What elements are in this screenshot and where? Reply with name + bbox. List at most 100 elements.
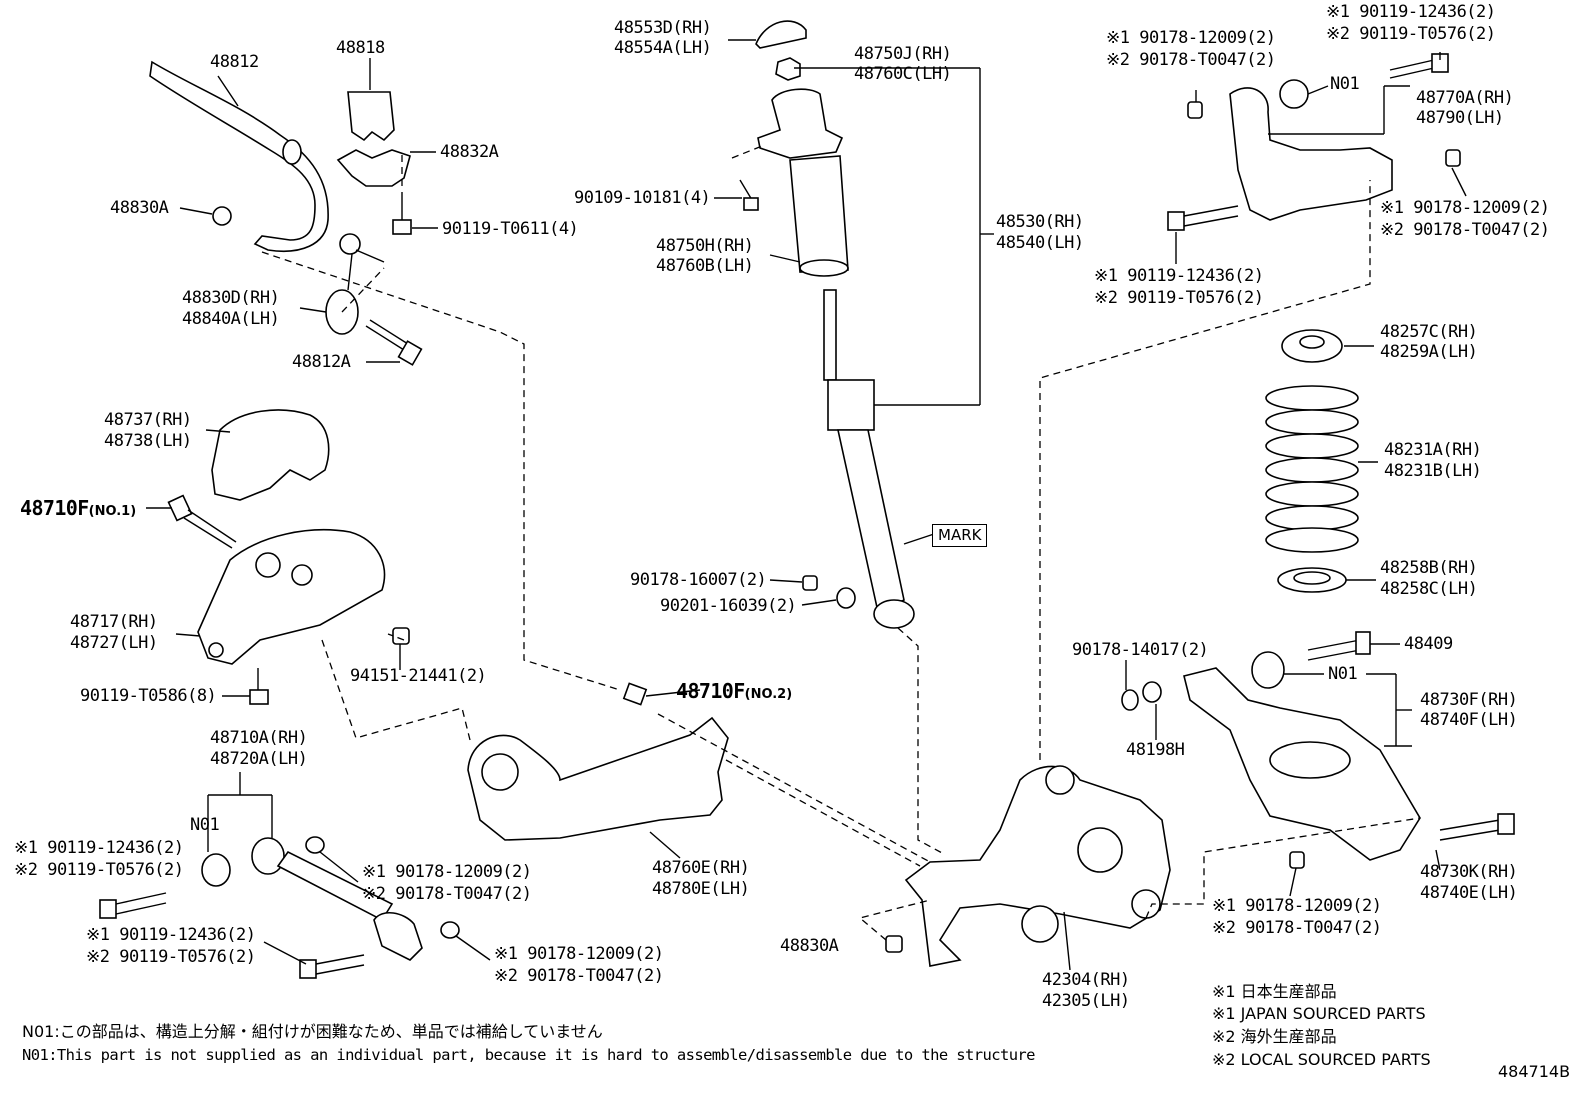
bolt-left-lower-1 xyxy=(99,892,167,919)
label-48740E: 48740E(LH) xyxy=(1420,883,1518,903)
legend-local-sourced-jp: ※2 海外生産部品 xyxy=(1212,1027,1337,1046)
bolt-48710F-no1 xyxy=(167,494,237,549)
lower-arm-48730F xyxy=(1183,651,1421,861)
label-tr-m2-top: ※2 90119-T0576(2) xyxy=(1326,24,1496,44)
label-tr-m1-top: ※1 90119-12436(2) xyxy=(1326,2,1496,22)
label-94151-21441: 94151-21441(2) xyxy=(350,666,487,686)
label-48730F: 48730F(RH) xyxy=(1420,690,1518,710)
label-48750J: 48750J(RH) xyxy=(854,44,952,64)
label-48710A: 48710A(RH) xyxy=(210,728,308,748)
label-tr-m2-nut: ※2 90178-T0047(2) xyxy=(1106,50,1276,70)
label-tr-m1-nut: ※1 90178-12009(2) xyxy=(1106,28,1276,48)
label-48750H: 48750H(RH) xyxy=(656,236,754,256)
label-tr-m2-r: ※2 90178-T0047(2) xyxy=(1380,220,1550,240)
bolt-left-lower-2 xyxy=(299,954,365,979)
label-48840A: 48840A(LH) xyxy=(182,309,280,329)
coil-spring xyxy=(1265,385,1359,553)
bolt-48409 xyxy=(1307,631,1371,661)
label-48530: 48530(RH) xyxy=(996,212,1084,232)
member-mount-48717 xyxy=(197,529,386,665)
label-n01-left: N01 xyxy=(190,815,220,835)
label-48770A: 48770A(RH) xyxy=(1416,88,1514,108)
figure-id: 484714B xyxy=(1498,1062,1571,1081)
label-48540: 48540(LH) xyxy=(996,233,1084,253)
label-48231A: 48231A(RH) xyxy=(1384,440,1482,460)
knuckle-42304 xyxy=(904,765,1171,967)
legend-japan-sourced-jp: ※1 日本生産部品 xyxy=(1212,982,1337,1001)
trailing-arm-48760E xyxy=(467,716,729,841)
label-48812: 48812 xyxy=(210,52,259,72)
label-48717: 48717(RH) xyxy=(70,612,158,632)
label-48259A: 48259A(LH) xyxy=(1380,342,1478,362)
label-48818: 48818 xyxy=(336,38,385,58)
upper-arm-48770A xyxy=(1187,79,1393,221)
label-42305: 42305(LH) xyxy=(1042,991,1130,1011)
label-90178-14017: 90178-14017(2) xyxy=(1072,640,1209,660)
label-48257C: 48257C(RH) xyxy=(1380,322,1478,342)
washer-90201 xyxy=(836,587,856,609)
label-48760B: 48760B(LH) xyxy=(656,256,754,276)
label-48710F-no1: 48710F(NO.1) xyxy=(20,496,137,520)
bolt-90119-T0611 xyxy=(392,192,412,235)
upper-cover-48737 xyxy=(211,409,330,501)
label-48730K: 48730K(RH) xyxy=(1420,862,1518,882)
label-48727: 48727(LH) xyxy=(70,633,158,653)
label-48832A: 48832A xyxy=(440,142,499,162)
label-48258B: 48258B(RH) xyxy=(1380,558,1478,578)
label-48830D: 48830D(RH) xyxy=(182,288,280,308)
legend-japan-sourced-en: ※1 JAPAN SOURCED PARTS xyxy=(1212,1004,1426,1023)
label-low-m2: ※2 90119-T0576(2) xyxy=(86,947,256,967)
assembly-dashed-lines xyxy=(261,145,1421,941)
label-mid-m2: ※2 90178-T0047(2) xyxy=(362,884,532,904)
label-48554A: 48554A(LH) xyxy=(614,38,712,58)
label-48710F-no2: 48710F(NO.2) xyxy=(676,679,793,703)
bump-stopper-boot xyxy=(789,155,849,277)
label-low-r-m2: ※2 90178-T0047(2) xyxy=(494,966,664,986)
label-tr-m2-b: ※2 90119-T0576(2) xyxy=(1094,288,1264,308)
nut-48750J xyxy=(775,57,801,81)
nut-90178-14017 xyxy=(1121,689,1139,711)
label-br-m1: ※1 90178-12009(2) xyxy=(1212,896,1382,916)
label-48812A: 48812A xyxy=(292,352,351,372)
mark-box: MARK xyxy=(932,524,988,547)
bolt-48710F-no2 xyxy=(622,682,648,706)
label-left-m2: ※2 90119-T0576(2) xyxy=(14,860,184,880)
label-48830A-bottom: 48830A xyxy=(780,936,839,956)
leader-lines xyxy=(146,39,1467,971)
nut-upper-arm-right xyxy=(1445,149,1461,167)
label-mid-m1: ※1 90178-12009(2) xyxy=(362,862,532,882)
washer-48198H xyxy=(1142,681,1162,703)
note-n01-en: N01:This part is not supplied as an indi… xyxy=(22,1046,1035,1064)
nut-90178-16007 xyxy=(802,575,818,591)
bolt-90109 xyxy=(739,179,759,211)
label-tr-m1-b: ※1 90119-12436(2) xyxy=(1094,266,1264,286)
nut-94151 xyxy=(392,627,410,645)
label-90201-16039: 90201-16039(2) xyxy=(660,596,797,616)
bolt-90119-T0586 xyxy=(249,668,269,705)
label-48830A-top: 48830A xyxy=(110,198,169,218)
bolt-upper-arm-top xyxy=(1389,53,1449,79)
label-n01-upper: N01 xyxy=(1330,74,1360,94)
nut-48830A-bottom xyxy=(885,935,903,953)
legend-local-sourced-en: ※2 LOCAL SOURCED PARTS xyxy=(1212,1050,1431,1069)
label-tr-m1-r: ※1 90178-12009(2) xyxy=(1380,198,1550,218)
note-n01-jp: N01:この部品は、構造上分解・組付けが困難なため、単品では補給していません xyxy=(22,1022,603,1041)
label-low-r-m1: ※1 90178-12009(2) xyxy=(494,944,664,964)
label-48231B: 48231B(LH) xyxy=(1384,461,1482,481)
label-low-m1: ※1 90119-12436(2) xyxy=(86,925,256,945)
label-left-m1: ※1 90119-12436(2) xyxy=(14,838,184,858)
nut-48830A-top xyxy=(212,206,232,226)
label-48738: 48738(LH) xyxy=(104,431,192,451)
upper-support xyxy=(757,88,844,159)
label-48409: 48409 xyxy=(1404,634,1453,654)
stabilizer-link xyxy=(325,233,385,335)
nut-lower-arm-right xyxy=(1289,851,1305,869)
stabilizer-bushing xyxy=(336,91,411,187)
stabilizer-bar xyxy=(149,60,329,252)
label-90119-T0586: 90119-T0586(8) xyxy=(80,686,217,706)
label-42304: 42304(RH) xyxy=(1042,970,1130,990)
cap-48553D xyxy=(755,20,807,49)
bolt-48730K xyxy=(1439,813,1515,841)
bolt-upper-arm-bottom xyxy=(1167,205,1239,231)
